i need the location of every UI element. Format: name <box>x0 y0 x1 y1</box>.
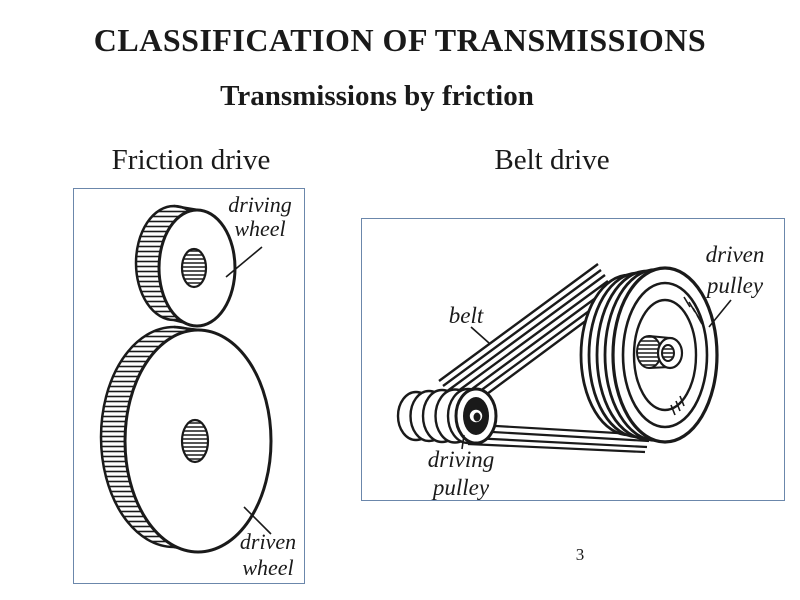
belt-leader-line <box>470 326 490 344</box>
page-title: CLASSIFICATION OF TRANSMISSIONS <box>93 22 707 58</box>
friction-drive-heading: Friction drive <box>111 144 271 176</box>
driven-pulley-leader-line <box>708 299 732 328</box>
driven-wheel-label-line2: wheel <box>242 555 294 580</box>
page-number: 3 <box>575 545 585 564</box>
driving-wheel-label-line1: driving <box>228 192 292 217</box>
driving-wheel-leader-line <box>225 246 263 278</box>
belt-drive-heading: Belt drive <box>494 144 610 176</box>
driven-pulley-shape <box>579 266 719 444</box>
driven-pulley-label: driven pulley <box>706 239 765 301</box>
driving-pulley-label-line2: pulley <box>432 475 490 500</box>
driven-wheel-shape <box>99 325 273 554</box>
driving-wheel-shape <box>134 204 237 328</box>
driven-pulley-label-line2: pulley <box>706 273 764 298</box>
driving-pulley-label: driving pulley <box>428 446 494 502</box>
driving-pulley-shape <box>396 387 498 445</box>
driving-wheel-label-line2: wheel <box>234 216 286 241</box>
driven-wheel-label-line1: driven <box>239 529 297 554</box>
driven-wheel-leader-line <box>243 506 272 535</box>
driving-pulley-label-line1: driving <box>427 447 495 472</box>
page-subtitle: Transmissions by friction <box>220 80 534 112</box>
belt-drive-figure: belt driven pulley driving pulley <box>361 218 785 501</box>
belt-label: belt <box>448 303 484 328</box>
driven-wheel-label: driven wheel <box>240 529 296 581</box>
belt-drive-drawing <box>396 263 732 454</box>
friction-drive-figure: driving wheel driven wheel <box>73 188 305 584</box>
driving-wheel-label: driving wheel <box>228 193 292 241</box>
friction-drive-drawing <box>99 204 273 554</box>
driving-pulley-leader-line <box>461 434 465 450</box>
driven-pulley-label-line1: driven <box>705 242 765 267</box>
